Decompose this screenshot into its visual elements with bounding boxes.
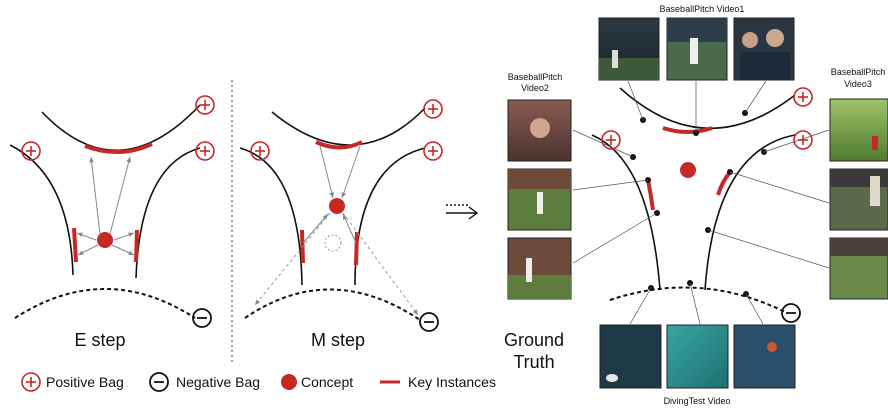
minus-circle-icon: [149, 372, 169, 392]
plus-circle-icon: [250, 141, 270, 161]
filled-circle-icon: [281, 374, 297, 390]
concept-dot: [680, 162, 696, 178]
video-frame-thumbnail: [598, 17, 660, 81]
legend-key-instances: Key Instances: [408, 374, 496, 390]
positive-bag-curve-left: [9, 144, 74, 276]
negative-bag-curve: [244, 288, 421, 321]
minus-circle-icon: [192, 308, 212, 328]
video-frame-thumbnail: [733, 324, 796, 389]
key-instance-segment: [354, 231, 359, 266]
video-frame-thumbnail: [666, 324, 729, 389]
plus-circle-icon: [21, 141, 41, 161]
concept-dot: [329, 198, 345, 214]
key-instance-segment: [662, 126, 713, 134]
video-frame-thumbnail: [829, 98, 888, 162]
concept-arrows: [302, 145, 361, 244]
diving-bag-curve: [609, 286, 786, 313]
video-frame-thumbnail: [507, 168, 572, 231]
plus-circle-icon: [601, 130, 621, 150]
concept-arrows: [76, 156, 135, 256]
positive-bag-curve-top: [271, 107, 426, 146]
plus-circle-icon: [423, 99, 443, 119]
video1-bag-curve: [619, 87, 796, 130]
key-instance-segment: [134, 229, 139, 263]
video-frame-thumbnail: [507, 237, 572, 300]
video-frame-thumbnail: [733, 17, 795, 81]
legend: Positive Bag Negative Bag Concept Key In…: [21, 372, 496, 392]
negative-push-arrows: [254, 212, 419, 316]
key-instance-segment: [315, 140, 363, 150]
previous-concept-ghost: [324, 234, 342, 252]
diving-video-label: DivingTest Video: [664, 396, 731, 406]
negative-bag-curve: [14, 288, 196, 319]
plus-circle-icon: [423, 141, 443, 161]
legend-concept: Concept: [301, 374, 353, 390]
video-frame-thumbnail: [829, 168, 888, 231]
e-step-panel: E step: [9, 95, 215, 350]
concept-dot: [97, 232, 113, 248]
ground-truth-panel: BaseballPitch Video1 BaseballPitch Video…: [507, 4, 888, 406]
ground-truth-label-line2: Truth: [513, 352, 554, 372]
positive-bag-curve-top: [41, 104, 201, 152]
video3-label-line2: Video3: [844, 79, 872, 89]
key-instance-segment: [72, 227, 78, 263]
minus-circle-icon: [419, 312, 439, 332]
video-frame-thumbnail: [599, 324, 662, 389]
positive-bag-curve-left: [239, 147, 303, 286]
video2-bag-curve: [591, 134, 661, 291]
plus-circle-icon: [195, 141, 215, 161]
video3-bag-curve: [704, 134, 796, 291]
m-step-label: M step: [311, 330, 365, 350]
plus-circle-icon: [793, 87, 813, 107]
positive-bag-curve-right: [354, 147, 426, 286]
video-frame-thumbnail: [507, 99, 572, 162]
video2-label-line1: BaseballPitch: [508, 72, 563, 82]
video3-label-line1: BaseballPitch: [831, 67, 886, 77]
e-step-label: E step: [74, 330, 125, 350]
key-instance-segment: [84, 142, 153, 155]
m-step-panel: M step: [239, 99, 443, 350]
ground-truth-label-line1: Ground: [504, 330, 564, 350]
legend-positive-bag: Positive Bag: [46, 374, 124, 390]
key-instance-segment: [646, 179, 655, 211]
video1-label: BaseballPitch Video1: [660, 4, 745, 14]
positive-bag-curve-right: [135, 147, 201, 279]
video-frame-thumbnail: [829, 237, 888, 300]
arrow-right-icon: [446, 204, 479, 220]
plus-circle-icon: [195, 95, 215, 115]
video-frame-thumbnail: [666, 17, 728, 81]
key-instance-segment: [716, 170, 732, 196]
plus-circle-icon: [793, 130, 813, 150]
video2-label-line2: Video2: [521, 83, 549, 93]
plus-circle-icon: [21, 372, 41, 392]
legend-negative-bag: Negative Bag: [176, 374, 260, 390]
minus-circle-icon: [781, 303, 801, 323]
connector-lines: [572, 80, 830, 325]
